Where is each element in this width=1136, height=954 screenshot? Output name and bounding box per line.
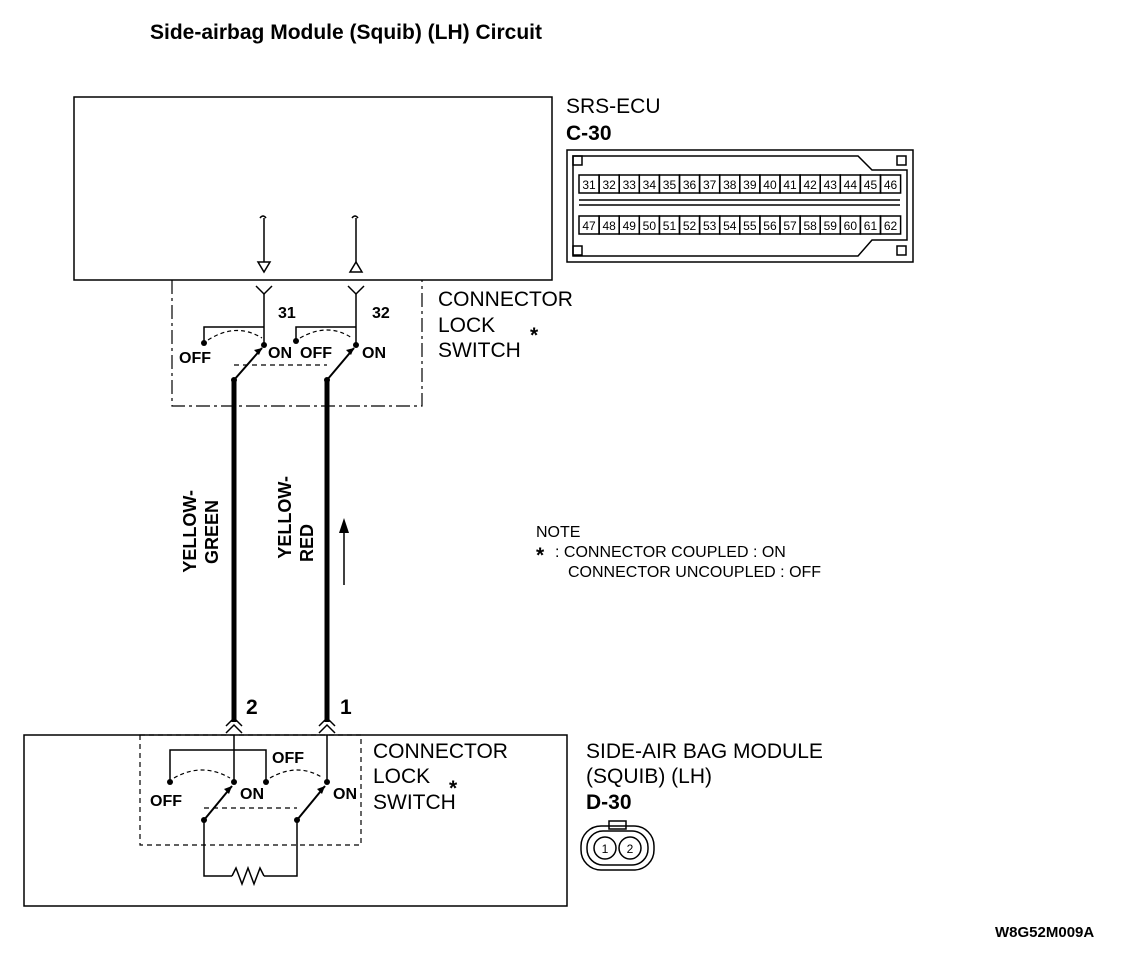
ecu-pin-51: 51 <box>663 219 677 233</box>
module-name-1: SIDE-AIR BAG MODULE <box>586 740 823 763</box>
ecu-name: SRS-ECU <box>566 95 661 118</box>
note-asterisk: * <box>536 544 545 567</box>
ecu-pins-bottom: 47 48 49 50 51 52 53 54 55 56 57 58 59 60 61 62 <box>578 215 902 235</box>
ecu-pin-57: 57 <box>783 219 797 233</box>
upper-switch-label-2: LOCK <box>438 314 495 337</box>
upper-terminal-31: 31 <box>278 305 296 322</box>
ecu-pin-cell <box>879 174 902 194</box>
ecu-pin-56: 56 <box>763 219 777 233</box>
module-pin-1: 1 <box>602 842 609 856</box>
wire-left-label-1: YELLOW- <box>180 490 200 573</box>
lower-switch-label-3: SWITCH <box>373 791 456 814</box>
ecu-pin-32: 32 <box>602 178 616 192</box>
ecu-pin-49: 49 <box>623 219 637 233</box>
lower-off-left: OFF <box>150 793 182 810</box>
upper-on-right: ON <box>362 345 386 362</box>
note-line-1: : CONNECTOR COUPLED : ON <box>555 544 786 561</box>
upper-off-left: OFF <box>179 350 211 367</box>
ecu-pin-41: 41 <box>783 178 797 192</box>
wire-left-label-2: GREEN <box>202 500 222 564</box>
ecu-connector-face: 31 32 33 34 35 36 37 38 39 40 41 42 43 44 45 46 47 48 49 5… <box>566 149 914 263</box>
ecu-pin-53: 53 <box>703 219 717 233</box>
ecu-pin-52: 52 <box>683 219 697 233</box>
srs-ecu-box <box>73 96 553 281</box>
module-connector-id: D-30 <box>586 791 632 814</box>
lower-switch-enclosure <box>139 734 362 846</box>
lower-switch-asterisk: * <box>449 777 458 800</box>
module-terminal-1: 1 <box>340 696 352 719</box>
ecu-pin-31: 31 <box>582 178 596 192</box>
module-pin-2: 2 <box>627 842 634 856</box>
ecu-pin-40: 40 <box>763 178 777 192</box>
lower-switch-label-2: LOCK <box>373 765 430 788</box>
upper-switch-label-3: SWITCH <box>438 339 521 362</box>
upper-switch-asterisk: * <box>530 324 539 347</box>
current-direction-arrow <box>339 518 349 585</box>
ecu-pin-58: 58 <box>803 219 817 233</box>
wire-right-label-2: RED <box>297 524 317 562</box>
upper-on-left: ON <box>268 345 292 362</box>
ecu-pin-46: 46 <box>884 178 898 192</box>
ecu-pin-61: 61 <box>864 219 878 233</box>
ecu-pin-54: 54 <box>723 219 737 233</box>
squib-resistor <box>203 820 298 887</box>
figure-code: W8G52M009A <box>995 924 1094 941</box>
ecu-pins-top: 31 32 33 34 35 36 37 38 39 40 41 42 43 44 45 46 <box>578 174 902 194</box>
upper-switch-enclosure <box>171 280 423 407</box>
ecu-connector-id: C-30 <box>566 122 612 145</box>
wire-right-label-1: YELLOW- <box>275 476 295 559</box>
ecu-pin-37: 37 <box>703 178 717 192</box>
upper-switch-contacts: 31 32 OFF ON OFF ON <box>179 285 390 383</box>
lower-on-left: ON <box>240 786 264 803</box>
upper-switch-label-1: CONNECTOR <box>438 288 573 311</box>
lower-on-right: ON <box>333 786 357 803</box>
ecu-pin-38: 38 <box>723 178 737 192</box>
ecu-pin-48: 48 <box>602 219 616 233</box>
ecu-pin-35: 35 <box>663 178 677 192</box>
upper-terminal-32: 32 <box>372 305 390 322</box>
ecu-pin-45: 45 <box>864 178 878 192</box>
lower-switch-label-1: CONNECTOR <box>373 740 508 763</box>
diagram-title: Side-airbag Module (Squib) (LH) Circuit <box>150 21 542 44</box>
ecu-pin-42: 42 <box>803 178 817 192</box>
note-heading: NOTE <box>536 524 580 541</box>
upper-off-right: OFF <box>300 345 332 362</box>
lower-off-top: OFF <box>272 750 304 767</box>
module-connector-face: 1 2 <box>580 820 655 871</box>
ecu-pin-62: 62 <box>884 219 898 233</box>
ecu-pin-59: 59 <box>824 219 838 233</box>
ecu-pin-33: 33 <box>623 178 637 192</box>
note-line-2: CONNECTOR UNCOUPLED : OFF <box>568 564 821 581</box>
ecu-pin-43: 43 <box>824 178 838 192</box>
ecu-pin-50: 50 <box>643 219 657 233</box>
ecu-pin-39: 39 <box>743 178 757 192</box>
ecu-internal-terminals <box>256 215 364 274</box>
ecu-pin-cell <box>879 215 902 235</box>
lower-switch-contacts: OFF OFF ON ON <box>150 735 357 823</box>
ecu-pin-47: 47 <box>582 219 596 233</box>
ecu-pin-60: 60 <box>844 219 858 233</box>
module-terminals: 2 1 <box>225 696 352 734</box>
ecu-pin-55: 55 <box>743 219 757 233</box>
ecu-pin-34: 34 <box>643 178 657 192</box>
ecu-pin-44: 44 <box>844 178 858 192</box>
ecu-pin-36: 36 <box>683 178 697 192</box>
module-terminal-2: 2 <box>246 696 258 719</box>
module-name-2: (SQUIB) (LH) <box>586 765 712 788</box>
